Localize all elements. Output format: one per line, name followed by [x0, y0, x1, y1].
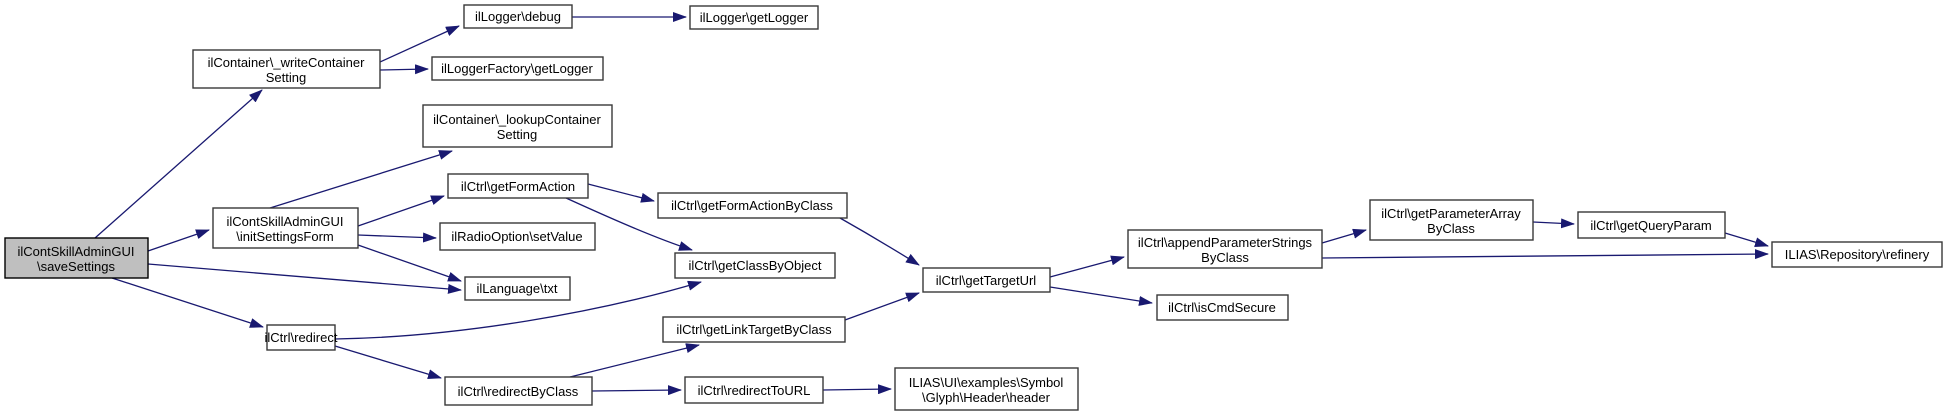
- node-getTargetUrl[interactable]: ilCtrl\getTargetUrl: [922, 267, 1051, 293]
- edges: [94, 12, 1769, 396]
- node-writeContainerSetting[interactable]: ilContainer\_writeContainer Setting: [192, 49, 381, 89]
- edge-initSettingsForm-getFormAction: [357, 195, 445, 227]
- node-loggerFactory-getLogger-label: ilLoggerFactory\getLogger: [441, 61, 593, 76]
- node-redirect[interactable]: ilCtrl\redirect: [265, 324, 338, 351]
- node-redirectToURL-label: ilCtrl\redirectToURL: [698, 383, 811, 398]
- node-saveSettings-label-2: \saveSettings: [37, 259, 116, 274]
- node-getFormAction-label: ilCtrl\getFormAction: [461, 179, 575, 194]
- node-getQueryParam-label: ilCtrl\getQueryParam: [1590, 218, 1711, 233]
- edge-initSettingsForm-txt: [357, 244, 462, 282]
- edge-getLinkTargetByClass-getTargetUrl: [844, 292, 920, 321]
- edge-saveSettings-writeContainerSetting: [94, 89, 263, 239]
- edge-appendParameterStringsByClass-getParameterArrayByClass: [1321, 228, 1367, 244]
- node-getParameterArrayByClass[interactable]: ilCtrl\getParameterArray ByClass: [1369, 199, 1534, 241]
- node-lookupContainerSetting[interactable]: ilContainer\_lookupContainer Setting: [422, 104, 613, 148]
- node-getClassByObject-label: ilCtrl\getClassByObject: [689, 258, 822, 273]
- node-getFormActionByClass-label: ilCtrl\getFormActionByClass: [671, 198, 833, 213]
- edge-getQueryParam-refinery: [1724, 232, 1769, 248]
- node-repository-refinery-label: ILIAS\Repository\refinery: [1785, 247, 1930, 262]
- node-language-txt-label: ilLanguage\txt: [477, 281, 558, 296]
- node-lookupContainerSetting-label-2: Setting: [497, 127, 537, 142]
- node-logger-debug[interactable]: ilLogger\debug: [463, 4, 573, 29]
- node-isCmdSecure[interactable]: ilCtrl\isCmdSecure: [1156, 294, 1289, 321]
- node-radioOption-setValue-label: ilRadioOption\setValue: [451, 229, 582, 244]
- node-getQueryParam[interactable]: ilCtrl\getQueryParam: [1577, 211, 1726, 239]
- edge-redirectByClass-getLinkTargetByClass: [569, 343, 700, 378]
- node-getFormAction[interactable]: ilCtrl\getFormAction: [447, 173, 589, 199]
- edge-getFormAction-getClassByObject: [565, 197, 693, 251]
- node-glyph-header-label-2: \Glyph\Header\header: [922, 390, 1051, 405]
- node-writeContainerSetting-label-1: ilContainer\_writeContainer: [208, 55, 365, 70]
- edge-initSettingsForm-setValue: [357, 232, 437, 243]
- node-isCmdSecure-label: ilCtrl\isCmdSecure: [1168, 300, 1276, 315]
- edge-redirect-redirectByClass: [334, 345, 442, 380]
- node-loggerFactory-getLogger[interactable]: ilLoggerFactory\getLogger: [431, 56, 604, 81]
- edge-getTargetUrl-isCmdSecure: [1049, 286, 1153, 306]
- edge-initSettingsForm-lookupContainerSetting: [269, 150, 453, 209]
- node-logger-getLogger-label: ilLogger\getLogger: [700, 10, 809, 25]
- node-redirect-label: ilCtrl\redirect: [265, 330, 338, 345]
- node-saveSettings[interactable]: ilContSkillAdminGUI \saveSettings: [4, 237, 149, 279]
- node-getLinkTargetByClass[interactable]: ilCtrl\getLinkTargetByClass: [662, 316, 846, 343]
- node-writeContainerSetting-label-2: Setting: [266, 70, 306, 85]
- node-appendParameterStringsByClass-label-1: ilCtrl\appendParameterStrings: [1138, 235, 1313, 250]
- node-language-txt[interactable]: ilLanguage\txt: [464, 276, 571, 301]
- edge-getParameterArrayByClass-getQueryParam: [1532, 218, 1575, 229]
- node-getParameterArrayByClass-label-1: ilCtrl\getParameterArray: [1381, 206, 1521, 221]
- edge-getFormAction-getFormActionByClass: [587, 183, 655, 203]
- node-initSettingsForm-label-2: \initSettingsForm: [236, 229, 334, 244]
- node-getTargetUrl-label: ilCtrl\getTargetUrl: [936, 273, 1037, 288]
- edge-writeContainerSetting-loggerFactoryGetLogger: [379, 64, 429, 75]
- node-getLinkTargetByClass-label: ilCtrl\getLinkTargetByClass: [676, 322, 832, 337]
- edge-redirect-getClassByObject: [334, 280, 702, 340]
- edge-saveSettings-txt: [147, 263, 462, 294]
- node-appendParameterStringsByClass[interactable]: ilCtrl\appendParameterStrings ByClass: [1127, 229, 1323, 269]
- edge-saveSettings-initSettingsForm: [147, 229, 210, 252]
- node-logger-debug-label: ilLogger\debug: [475, 9, 561, 24]
- node-getParameterArrayByClass-label-2: ByClass: [1427, 221, 1475, 236]
- edge-getFormActionByClass-getTargetUrl: [839, 217, 920, 266]
- node-redirectByClass[interactable]: ilCtrl\redirectByClass: [444, 376, 593, 406]
- node-appendParameterStringsByClass-label-2: ByClass: [1201, 250, 1249, 265]
- edge-redirectByClass-redirectToURL: [591, 385, 682, 396]
- node-getFormActionByClass[interactable]: ilCtrl\getFormActionByClass: [657, 192, 848, 219]
- node-redirectToURL[interactable]: ilCtrl\redirectToURL: [684, 376, 824, 404]
- node-logger-getLogger[interactable]: ilLogger\getLogger: [689, 5, 819, 30]
- edge-writeContainerSetting-debug: [379, 25, 460, 63]
- node-glyph-header[interactable]: ILIAS\UI\examples\Symbol \Glyph\Header\h…: [894, 367, 1079, 411]
- edge-saveSettings-redirect: [111, 277, 264, 328]
- node-initSettingsForm[interactable]: ilContSkillAdminGUI \initSettingsForm: [212, 207, 359, 249]
- node-repository-refinery[interactable]: ILIAS\Repository\refinery: [1771, 241, 1943, 268]
- node-lookupContainerSetting-label-1: ilContainer\_lookupContainer: [433, 112, 601, 127]
- node-saveSettings-label-1: ilContSkillAdminGUI: [17, 244, 134, 259]
- edge-appendParameterStringsByClass-refinery: [1321, 249, 1769, 260]
- edge-getTargetUrl-appendParameterStringsByClass: [1049, 255, 1125, 278]
- node-initSettingsForm-label-1: ilContSkillAdminGUI: [226, 214, 343, 229]
- node-radioOption-setValue[interactable]: ilRadioOption\setValue: [439, 222, 596, 251]
- node-getClassByObject[interactable]: ilCtrl\getClassByObject: [674, 252, 836, 279]
- edge-redirectToURL-header: [822, 384, 892, 395]
- node-redirectByClass-label: ilCtrl\redirectByClass: [458, 384, 579, 399]
- node-glyph-header-label-1: ILIAS\UI\examples\Symbol: [909, 375, 1064, 390]
